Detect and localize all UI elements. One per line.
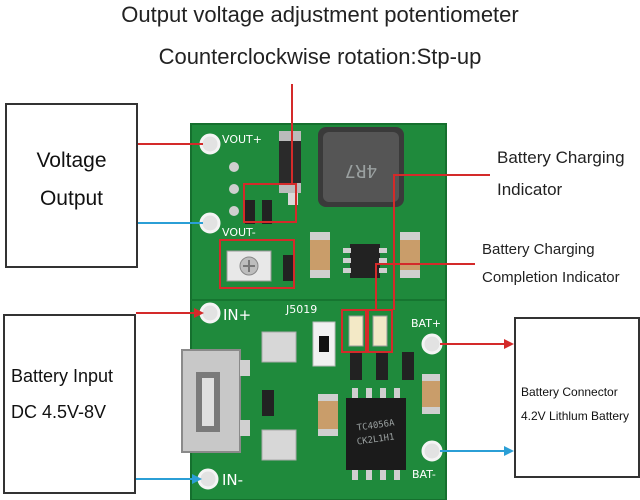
battery-connector-box: Battery Connector 4.2V Lithlum Battery bbox=[514, 317, 640, 478]
in-minus-pad bbox=[197, 468, 219, 490]
voltage-output-line1: Voltage bbox=[36, 149, 107, 172]
bat-plus-pad bbox=[421, 333, 443, 355]
voltage-output-line2: Output bbox=[39, 187, 104, 210]
charging-indicator-label-2: Indicator bbox=[497, 180, 563, 199]
bat-minus-label: BAT- bbox=[412, 468, 436, 481]
charging-complete-label-2: Completion Indicator bbox=[482, 269, 620, 286]
battery-connector-line1: Battery Connector bbox=[521, 385, 618, 399]
in-plus-pad bbox=[199, 302, 221, 324]
complete-callout-line bbox=[375, 263, 475, 310]
battery-input-box: Battery Input DC 4.5V-8V bbox=[3, 314, 136, 494]
header-title: Output voltage adjustment potentiometer bbox=[121, 2, 519, 27]
vout-minus-pad bbox=[199, 212, 221, 234]
vout-plus-label: VOUT+ bbox=[222, 133, 262, 146]
inductor-marking: 4R7 bbox=[345, 160, 378, 181]
battery-input-line2: DC 4.5V-8V bbox=[11, 402, 107, 422]
charging-indicator-label-1: Battery Charging bbox=[497, 148, 625, 167]
potentiometer bbox=[226, 250, 272, 282]
diode bbox=[279, 131, 301, 191]
board-id: J5019 bbox=[285, 303, 317, 316]
charging-ic bbox=[346, 398, 406, 470]
capacitor bbox=[310, 232, 330, 278]
in-plus-label: IN+ bbox=[223, 306, 251, 324]
charging-led-box bbox=[341, 309, 367, 353]
bat-minus-pad bbox=[421, 440, 443, 462]
capacitor bbox=[400, 232, 420, 278]
pot-highlight-box bbox=[243, 183, 297, 223]
in-minus-label: IN- bbox=[222, 471, 243, 489]
complete-led-box bbox=[367, 309, 393, 353]
battery-input-line1: Battery Input bbox=[11, 366, 114, 386]
header-subtitle: Counterclockwise rotation:Stp-up bbox=[158, 44, 482, 69]
vout-plus-pad bbox=[199, 133, 221, 155]
bat-plus-label: BAT+ bbox=[411, 317, 441, 330]
charging-led bbox=[348, 315, 364, 347]
complete-led bbox=[372, 315, 388, 347]
battery-connector-line2: 4.2V Lithlum Battery bbox=[521, 409, 630, 423]
voltage-output-box: Voltage Output bbox=[5, 103, 138, 268]
pot-area-box bbox=[219, 239, 295, 289]
charging-complete-label-1: Battery Charging bbox=[482, 241, 595, 258]
vout-minus-label: VOUT- bbox=[222, 226, 256, 239]
